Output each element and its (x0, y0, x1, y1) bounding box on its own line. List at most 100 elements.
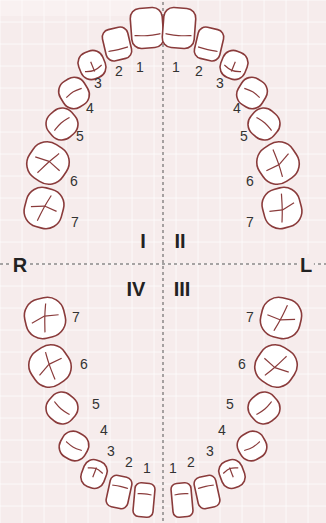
tooth-number: 4 (100, 423, 108, 437)
grid-line (176, 0, 177, 523)
tooth-number: 3 (206, 444, 214, 458)
grid-line (0, 66, 326, 67)
tooth-outline (22, 338, 78, 394)
fissure-line (37, 364, 51, 375)
tooth-outline (243, 387, 285, 429)
tooth-outline (133, 482, 156, 518)
tooth-outline (41, 387, 83, 429)
tooth (75, 47, 110, 83)
tooth (162, 7, 197, 49)
tooth-outline (130, 7, 165, 49)
tooth (20, 184, 67, 232)
fissure-line (198, 485, 214, 489)
grid-line (154, 0, 155, 523)
grid-line (0, 396, 326, 397)
tooth-outline (162, 7, 197, 49)
fissure-line (269, 208, 282, 213)
fissure-line (54, 116, 70, 130)
tooth-number: 1 (169, 461, 177, 475)
tooth-outline (258, 184, 305, 232)
tooth (21, 294, 69, 342)
quadrant-label: I (140, 231, 146, 251)
tooth-number: 5 (240, 129, 248, 143)
tooth-outline (248, 338, 304, 394)
tooth-number: 5 (226, 397, 234, 411)
fissure-line (281, 316, 296, 323)
tooth-outline (20, 135, 75, 190)
tooth-number: 2 (195, 64, 203, 78)
tooth-outline (78, 457, 110, 492)
grid-line (286, 0, 287, 523)
tooth-number: 7 (71, 215, 79, 229)
tooth (171, 482, 194, 518)
tooth-number: 6 (238, 357, 246, 371)
tooth-outline (193, 474, 221, 510)
tooth-outline (20, 184, 67, 232)
fissure-line (267, 150, 289, 177)
fissure-line (230, 467, 234, 477)
tooth-number: 5 (92, 397, 100, 411)
fissure-line (135, 34, 161, 37)
tooth-outline (233, 427, 271, 465)
fissure-line (165, 34, 191, 37)
tooth-outline (55, 427, 93, 465)
fissure-line (198, 47, 218, 52)
fissure-line (31, 316, 46, 323)
fissure-line (112, 485, 128, 489)
fissure-line (138, 493, 152, 495)
tooth (41, 103, 83, 145)
quadrant-label: II (174, 231, 185, 251)
tooth (193, 25, 226, 62)
fissure-line (265, 352, 287, 379)
tooth-number: 1 (143, 461, 151, 475)
fissure-line (275, 364, 289, 375)
fissure-line (66, 87, 82, 97)
grid-line (198, 0, 199, 523)
tooth (216, 457, 248, 492)
tooth-number: 3 (94, 76, 102, 90)
tooth-outline (105, 474, 133, 510)
fissure-line (244, 442, 260, 452)
tooth-number: 4 (233, 101, 241, 115)
tooth (105, 474, 133, 510)
tooth-outline (101, 25, 134, 62)
grid-line (0, 462, 326, 463)
fissure-line (48, 161, 61, 170)
fissure-line (275, 194, 289, 223)
tooth-number: 3 (216, 76, 224, 90)
tooth (258, 184, 305, 232)
tooth-number: 4 (86, 101, 94, 115)
tooth (55, 427, 93, 465)
fissure-line (281, 203, 295, 210)
fissure-line (244, 87, 260, 97)
tooth (20, 135, 75, 190)
tooth-outline (257, 294, 305, 342)
tooth (193, 474, 221, 510)
tooth (248, 338, 304, 394)
tooth-number: 1 (172, 60, 180, 74)
fissure-line (256, 116, 272, 130)
fissure-line (263, 358, 276, 367)
tooth-number: 4 (218, 423, 226, 437)
grid-line (132, 0, 133, 523)
tooth-outline (41, 103, 83, 145)
midline (163, 2, 164, 521)
side-label: L (298, 254, 314, 276)
tooth-number: 6 (80, 357, 88, 371)
grid-line (0, 0, 326, 1)
fissure-line (174, 493, 188, 495)
fissure-line (49, 357, 62, 366)
fissure-line (93, 467, 97, 477)
grid-line (0, 0, 1, 523)
fissure-line (44, 206, 57, 211)
tooth-number: 3 (107, 444, 115, 458)
tooth (243, 387, 285, 429)
tooth-number: 2 (115, 64, 123, 78)
fissure-line (256, 401, 272, 415)
tooth-number: 2 (125, 455, 133, 469)
tooth-number: 7 (246, 310, 254, 324)
quadrant-label: III (174, 279, 191, 299)
